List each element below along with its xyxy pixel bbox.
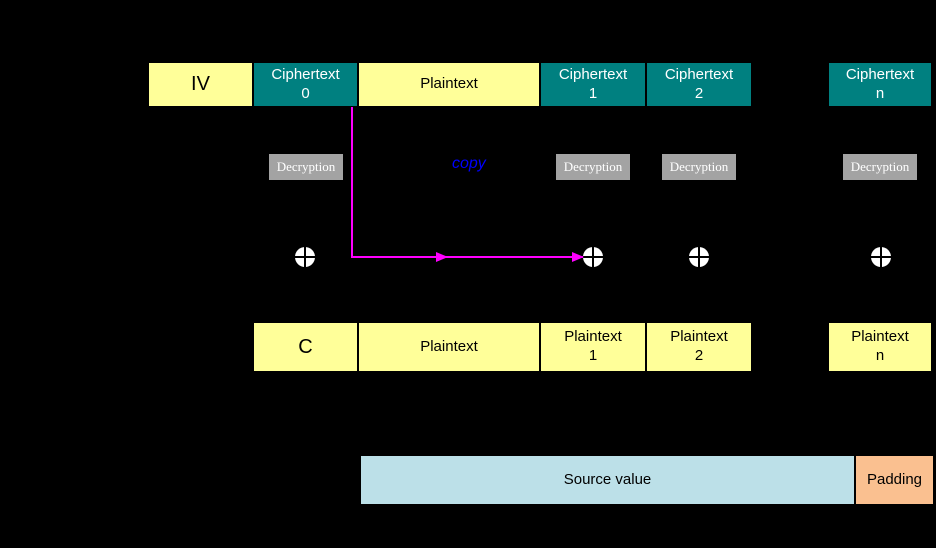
xor-icon-0 — [295, 247, 315, 267]
plaintext-block: Plaintext — [358, 322, 540, 372]
xor-icon-2 — [689, 247, 709, 267]
plaintext-2-block: Plaintext 2 — [646, 322, 752, 372]
source-value-block: Source value — [360, 455, 855, 505]
decryption-box-2: Decryption — [662, 154, 736, 180]
plaintext-top-block: Plaintext — [358, 62, 540, 107]
c-block: C — [253, 322, 358, 372]
plaintext-1-block: Plaintext 1 — [540, 322, 646, 372]
ciphertext-n-block: Ciphertext n — [828, 62, 932, 107]
ciphertext-2-block: Ciphertext 2 — [646, 62, 752, 107]
xor-icon-n — [871, 247, 891, 267]
iv-block: IV — [148, 62, 253, 107]
xor-icon-1 — [583, 247, 603, 267]
plaintext-n-block: Plaintext n — [828, 322, 932, 372]
decryption-box-n: Decryption — [843, 154, 917, 180]
ciphertext-1-block: Ciphertext 1 — [540, 62, 646, 107]
decryption-box-0: Decryption — [269, 154, 343, 180]
decryption-box-1: Decryption — [556, 154, 630, 180]
copy-label: copy — [452, 155, 486, 172]
padding-block: Padding — [855, 455, 934, 505]
ciphertext-0-block: Ciphertext 0 — [253, 62, 358, 107]
